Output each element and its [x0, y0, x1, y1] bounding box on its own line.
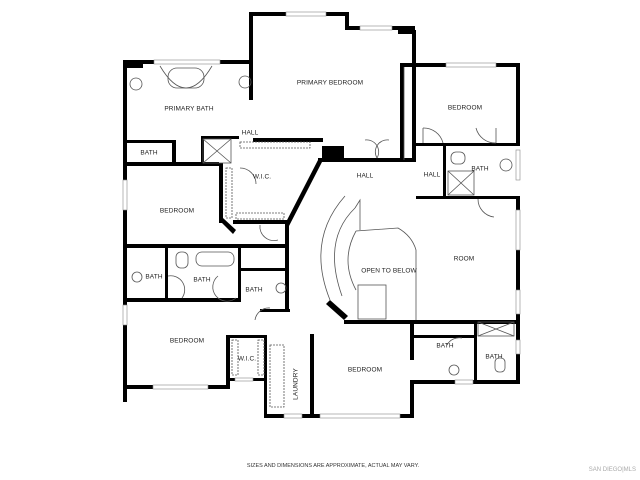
room-label-laundry: LAUNDRY: [292, 368, 300, 400]
room-label-hall-3: HALL: [423, 171, 441, 179]
fixtures: [129, 65, 515, 408]
room-label-room: ROOM: [453, 255, 475, 263]
room-label-bedroom-s: BEDROOM: [347, 366, 383, 374]
walls: [123, 12, 520, 418]
brand-watermark: SAN DIEGO|MLS: [588, 467, 636, 473]
room-label-wic-1: W.I.C.: [252, 173, 272, 181]
room-label-bath-7: BATH: [485, 353, 503, 361]
room-label-primary-bedroom: PRIMARY BEDROOM: [296, 79, 364, 87]
room-label-open-to-below: OPEN TO BELOW: [361, 267, 417, 275]
windows: [122, 11, 521, 419]
room-label-bath-1: BATH: [140, 149, 158, 157]
room-label-hall-1: HALL: [241, 129, 259, 137]
room-label-bath-5: BATH: [245, 286, 263, 294]
room-label-bedroom-sw: BEDROOM: [169, 337, 205, 345]
room-label-bath-3: BATH: [145, 273, 163, 281]
room-label-bedroom-ne: BEDROOM: [447, 104, 483, 112]
disclaimer-note: SIZES AND DIMENSIONS ARE APPROXIMATE, AC…: [246, 463, 420, 469]
room-label-wic-2: W.I.C.: [237, 355, 257, 363]
room-label-bath-2: BATH: [471, 165, 489, 173]
room-label-bath-6: BATH: [436, 342, 454, 350]
room-label-bath-4: BATH: [193, 276, 211, 284]
room-label-hall-2: HALL: [356, 172, 374, 180]
room-label-primary-bath: PRIMARY BATH: [164, 105, 214, 113]
room-label-bedroom-w: BEDROOM: [159, 207, 195, 215]
